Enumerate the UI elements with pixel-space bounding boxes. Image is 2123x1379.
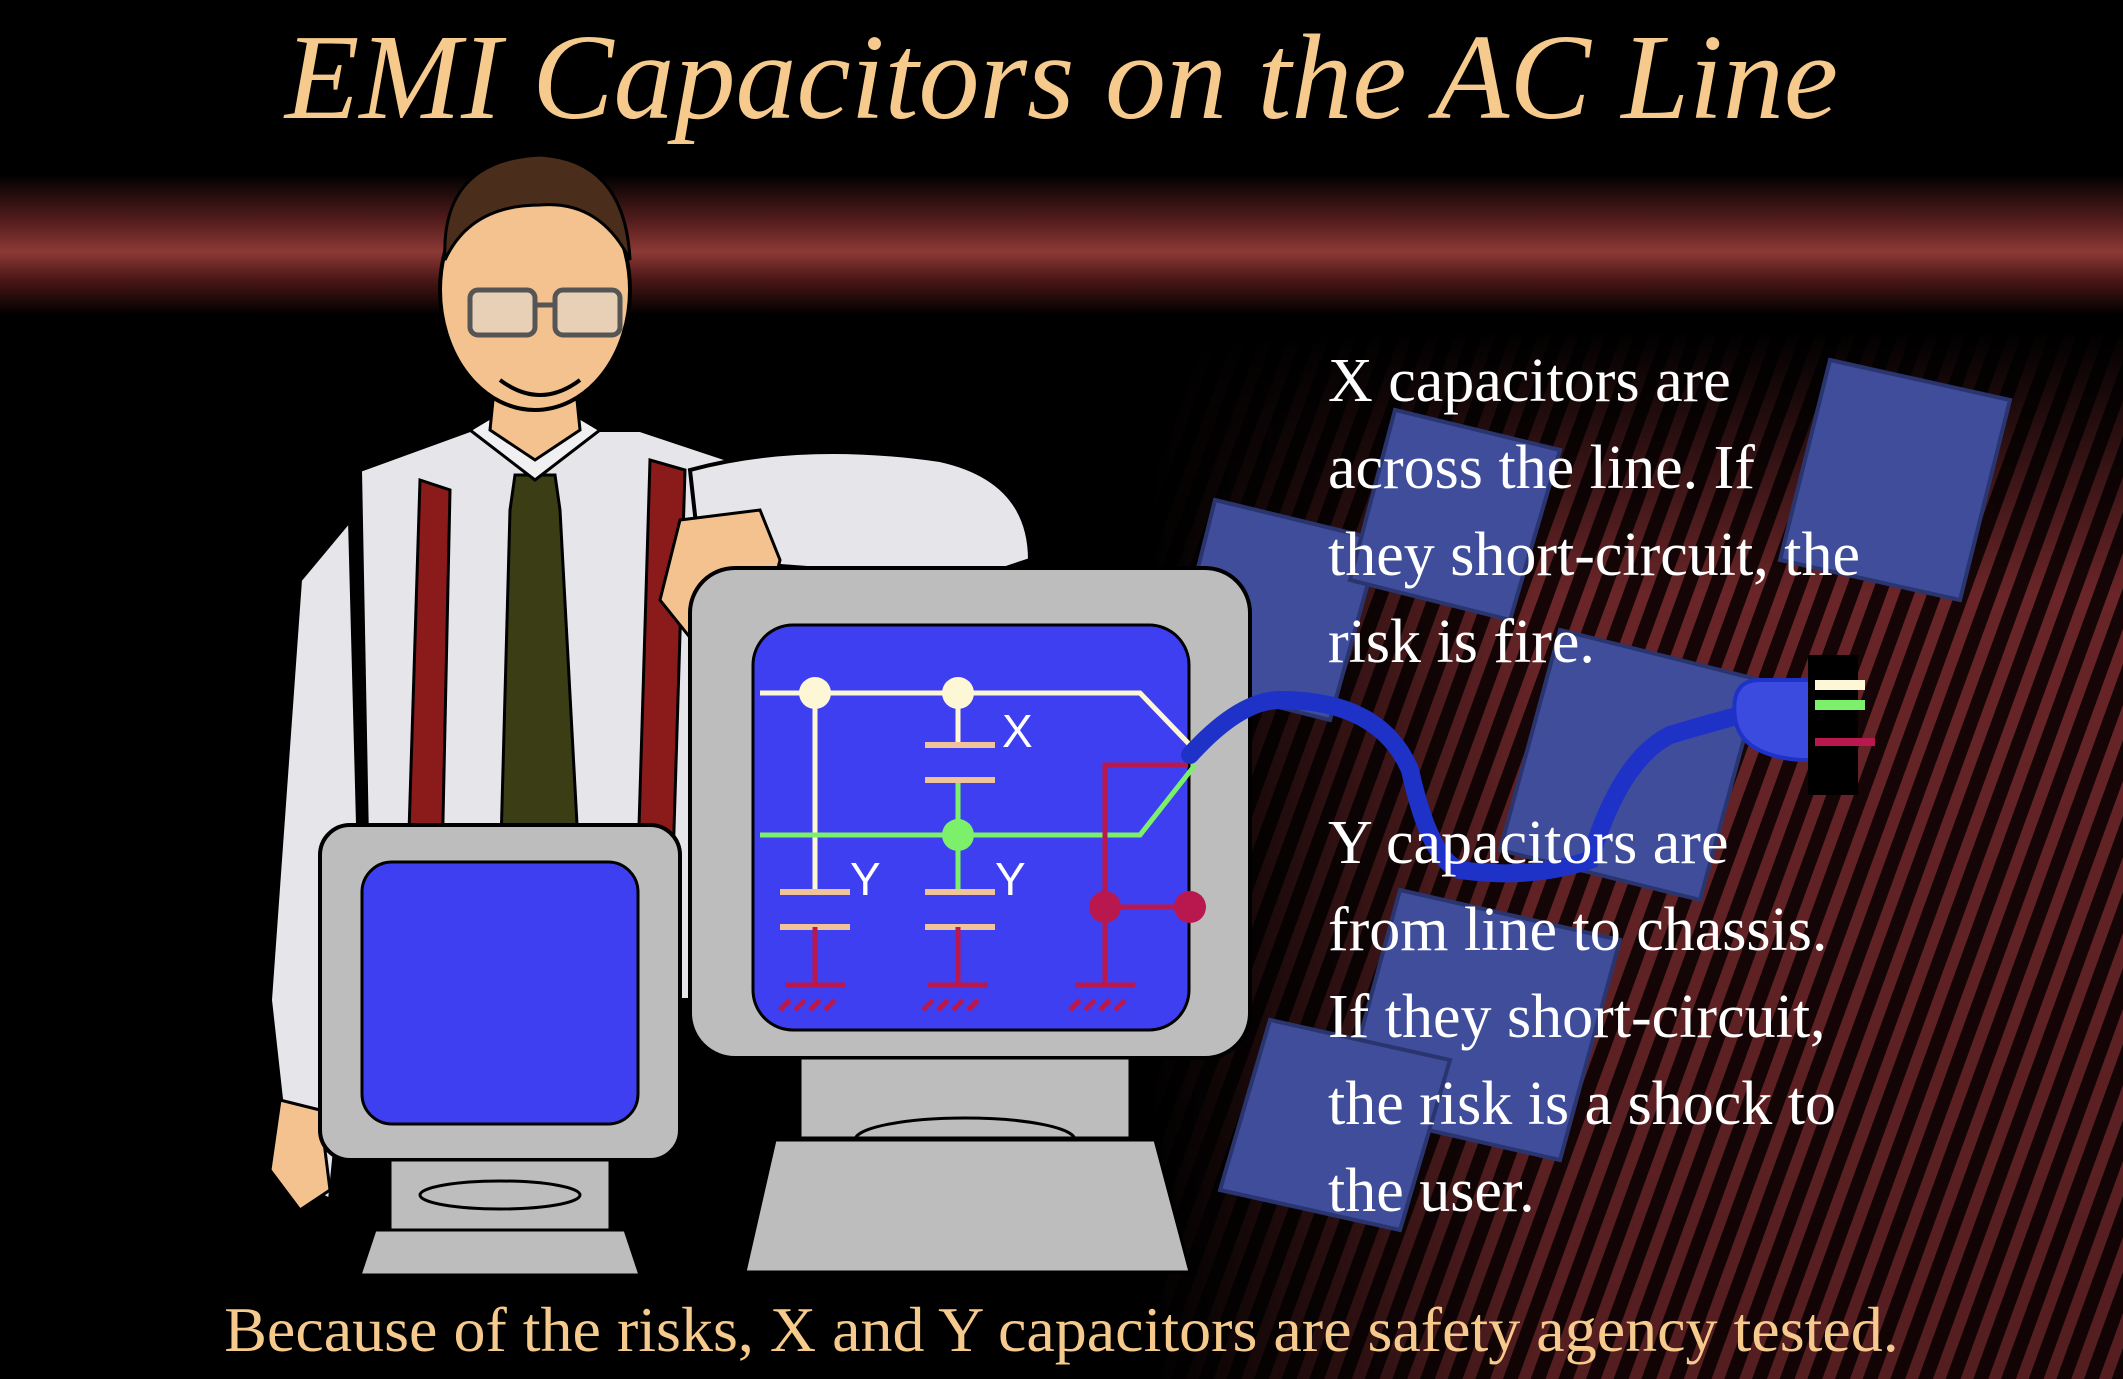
x-capacitor-paragraph: X capacitors are across the line. If the… xyxy=(1328,338,1860,686)
plug-icon xyxy=(1732,655,1875,795)
x-paragraph-line: risk is fire. xyxy=(1328,608,1595,676)
x-capacitor-label: X xyxy=(1002,705,1033,757)
power-cord xyxy=(1181,690,1769,883)
y-capacitor-paragraph: Y capacitors are from line to chassis. I… xyxy=(1328,800,1836,1235)
y-capacitor-label-1: Y xyxy=(850,853,881,905)
y-paragraph-line: If they short-circuit, xyxy=(1328,983,1826,1051)
x-paragraph-line: they short-circuit, the xyxy=(1328,521,1860,589)
y-capacitor-label-2: Y xyxy=(995,853,1026,905)
y-paragraph-line: from line to chassis. xyxy=(1328,896,1828,964)
capacitor-schematic: X Y Y xyxy=(760,677,1206,1012)
circuit-board-photo xyxy=(1150,330,2123,1379)
x-paragraph-line: across the line. If xyxy=(1328,434,1755,502)
slide-title: EMI Capacitors on the AC Line xyxy=(284,10,1839,145)
y-paragraph-line: Y capacitors are xyxy=(1328,809,1729,877)
x-paragraph-line: X capacitors are xyxy=(1328,347,1731,415)
small-monitor xyxy=(318,823,682,1277)
background-band xyxy=(0,175,2123,315)
y-paragraph-line: the risk is a shock to xyxy=(1328,1070,1836,1138)
y-paragraph-line: the user. xyxy=(1328,1157,1535,1225)
footer-note: Because of the risks, X and Y capacitors… xyxy=(224,1294,1899,1365)
